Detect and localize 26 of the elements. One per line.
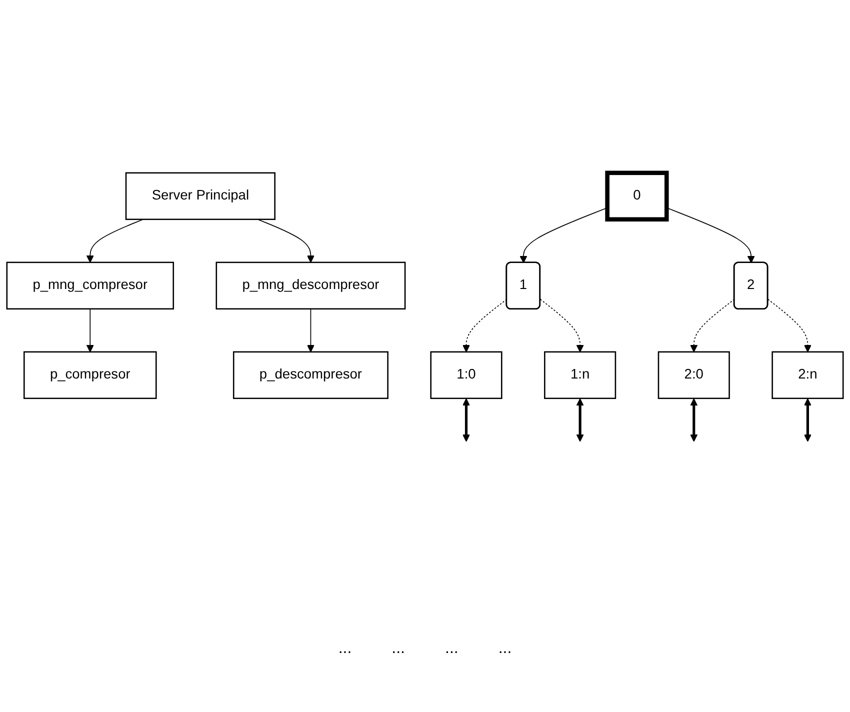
arrow bbox=[257, 218, 314, 263]
node-box: 0 bbox=[605, 170, 669, 222]
arrow bbox=[86, 308, 94, 352]
node-box: 2:0 bbox=[658, 351, 730, 399]
arrow bbox=[306, 308, 314, 352]
node-box: 1:0 bbox=[430, 351, 502, 399]
arrow bbox=[540, 298, 584, 352]
arrow bbox=[86, 218, 144, 263]
arrow bbox=[768, 298, 812, 352]
ellipsis-label: ... bbox=[498, 640, 512, 658]
node-box: 1:n bbox=[544, 351, 616, 399]
arrow bbox=[804, 398, 812, 442]
node-box: 2:n bbox=[772, 351, 844, 399]
ellipsis-label: ... bbox=[392, 640, 405, 658]
arrow bbox=[462, 398, 470, 442]
arrow bbox=[690, 398, 698, 442]
arrow bbox=[690, 298, 735, 352]
arrow bbox=[462, 298, 508, 352]
node-box: Server Principal bbox=[125, 172, 276, 220]
node-box: p_mng_compresor bbox=[6, 262, 174, 310]
ellipsis-label: ... bbox=[338, 640, 352, 658]
arrow bbox=[576, 398, 584, 442]
node-box: p_compresor bbox=[23, 351, 157, 399]
node-box: p_mng_descompresor bbox=[216, 262, 406, 310]
node-box: p_descompresor bbox=[232, 351, 388, 399]
ellipsis-label: ... bbox=[445, 640, 458, 658]
